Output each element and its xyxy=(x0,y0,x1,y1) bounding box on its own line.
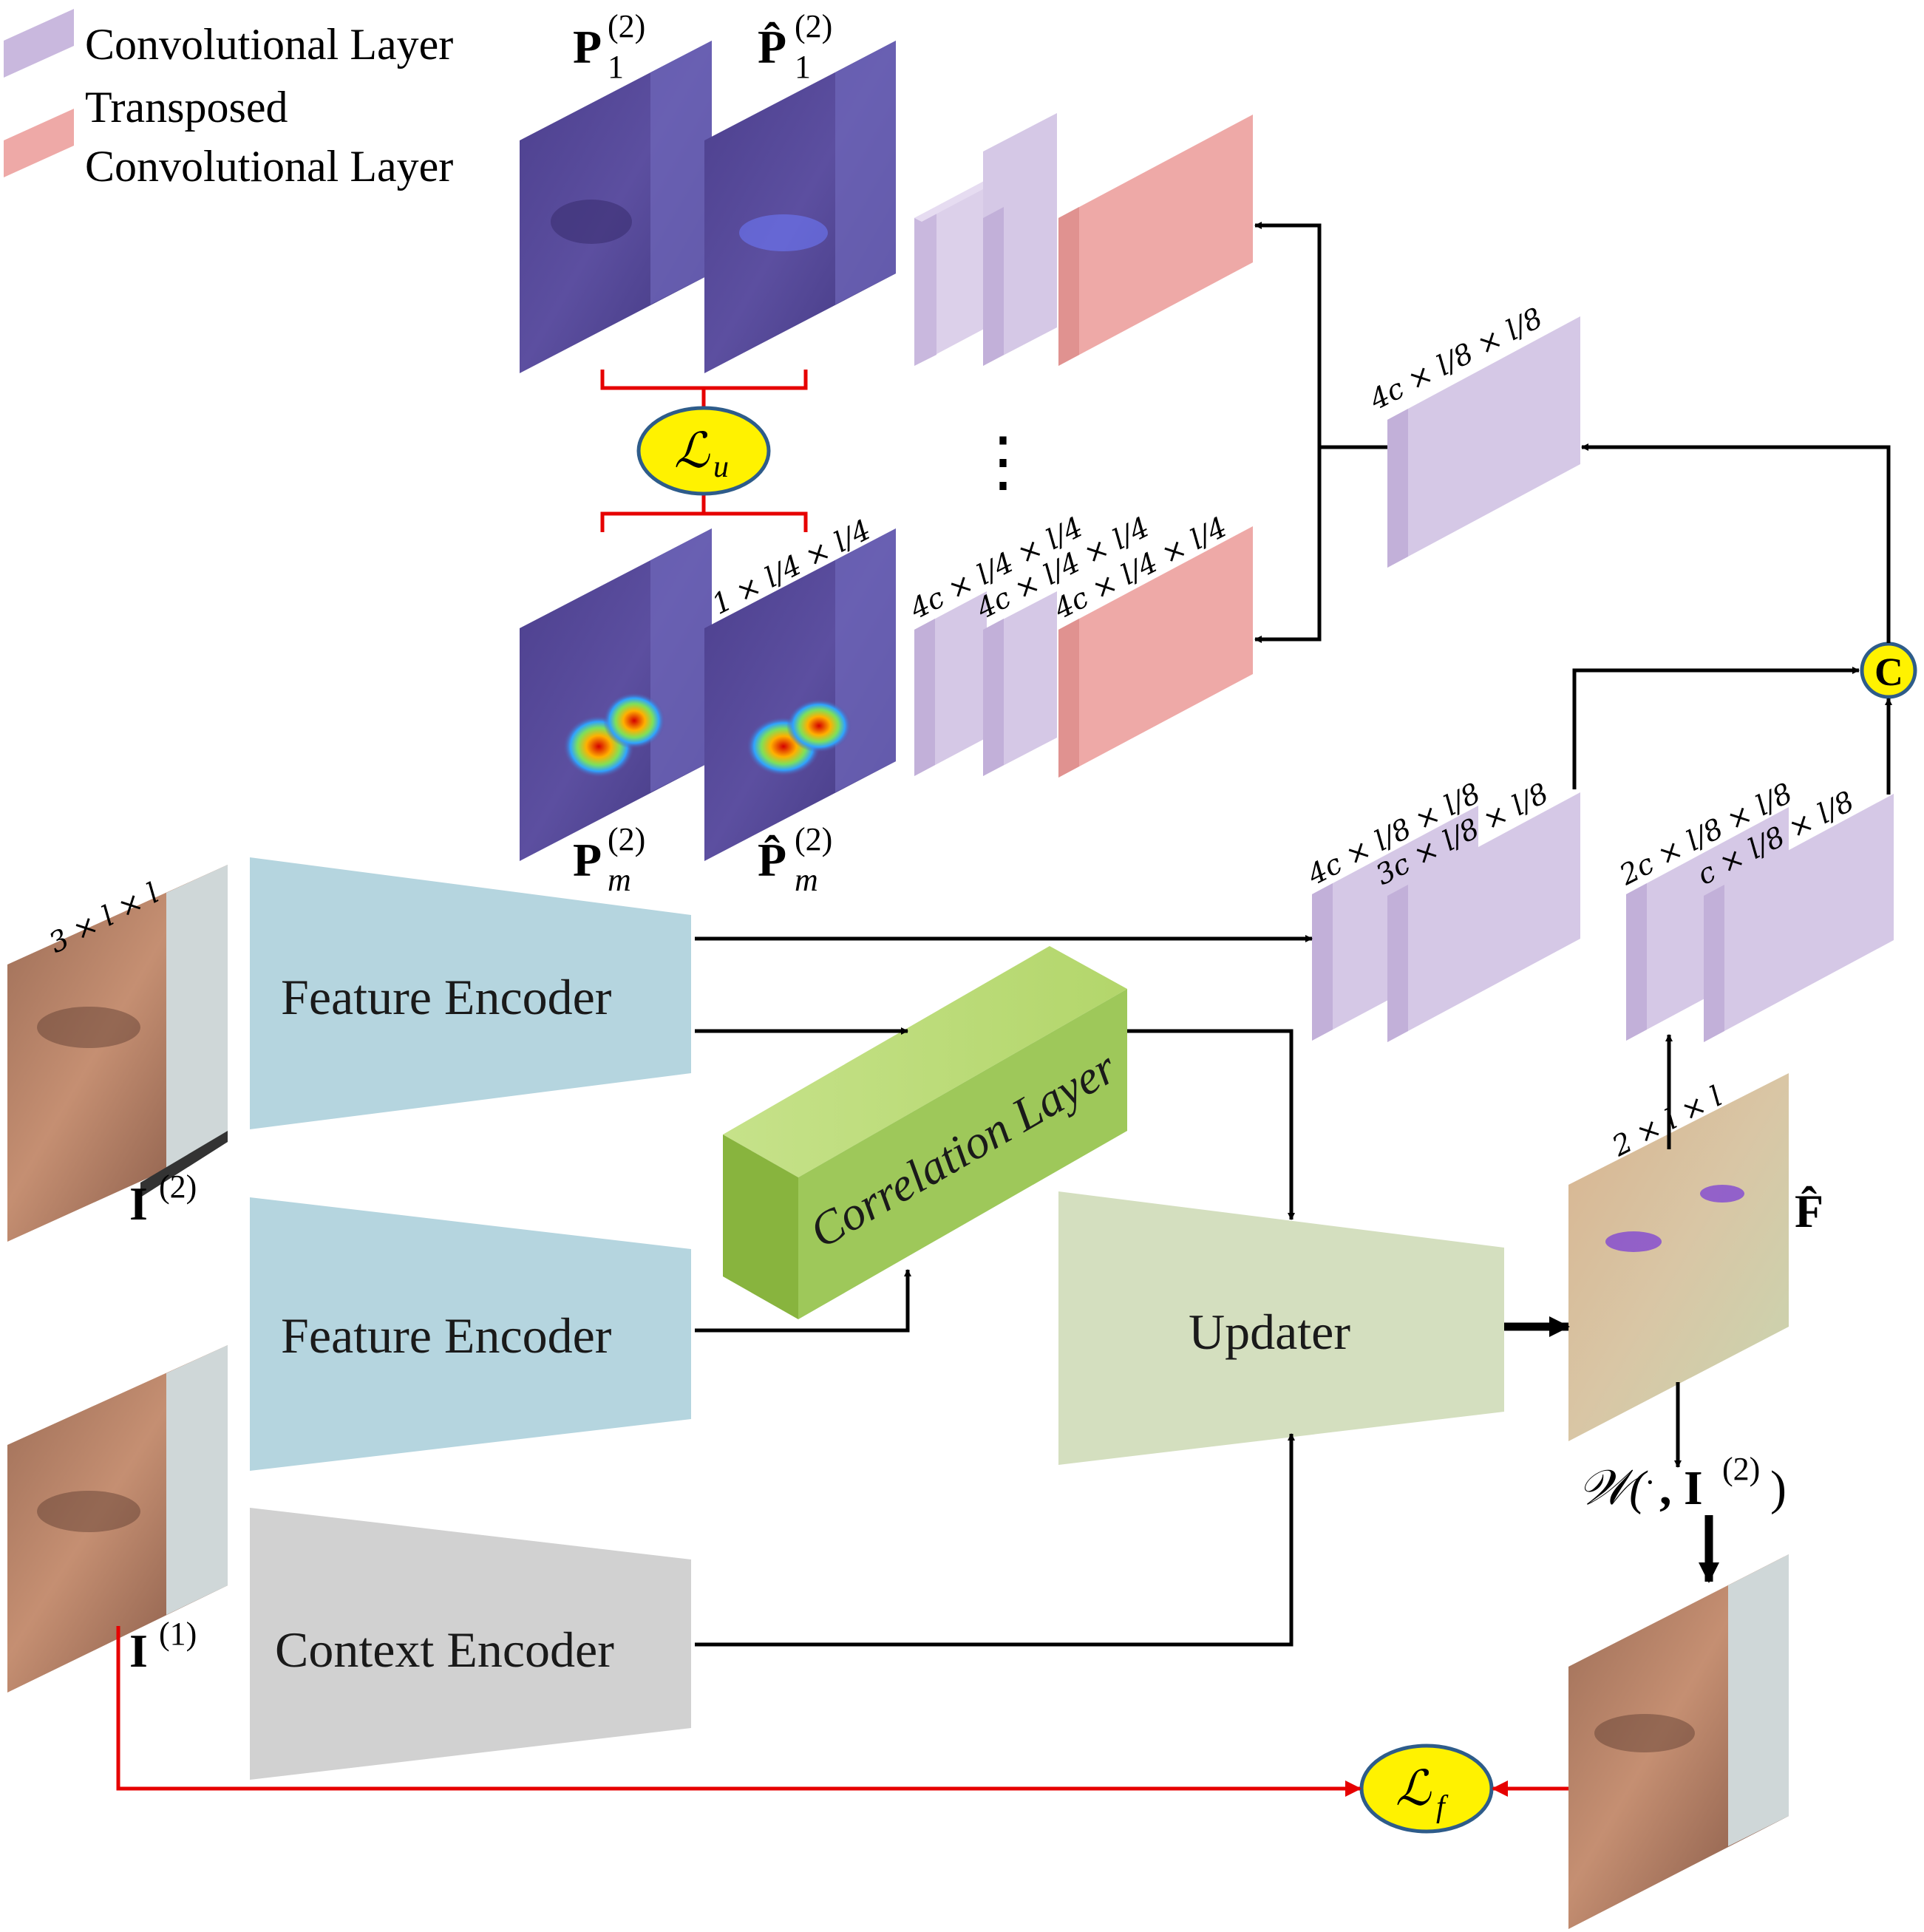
loss-f-group: ℒ f xyxy=(1359,1744,1494,1834)
pmhat-image xyxy=(704,528,896,861)
decoder-ellipsis: ⋮ xyxy=(970,426,1036,499)
edge-concat-to-mid xyxy=(1581,443,1891,643)
warped-image xyxy=(1568,1554,1789,1929)
p1hat-image xyxy=(704,41,896,373)
label-p1hat: P̂ (2) 1 xyxy=(758,8,832,85)
feature-encoder-bottom: Feature Encoder xyxy=(250,1197,691,1471)
edge-corr-to-updater xyxy=(1127,1029,1295,1220)
loss-f-symbol: ℒ xyxy=(1396,1762,1432,1816)
svg-text:1: 1 xyxy=(608,49,624,85)
context-encoder: Context Encoder xyxy=(250,1508,691,1780)
input-i2-image xyxy=(7,865,228,1242)
legend-conv-label: Convolutional Layer xyxy=(85,20,453,69)
legend-tconv-label-line2: Convolutional Layer xyxy=(85,142,453,191)
correlation-layer: Correlation Layer xyxy=(723,946,1127,1319)
svg-text:(2): (2) xyxy=(1722,1451,1760,1487)
corr-top-face xyxy=(723,946,1127,1177)
enc-conv-b xyxy=(1387,792,1580,1042)
edge-branch-to-dec2 xyxy=(1254,447,1322,643)
svg-text:(1): (1) xyxy=(159,1616,197,1652)
label-pm: P (2) m xyxy=(573,821,645,898)
edge-i1-to-lossf xyxy=(116,1626,1362,1797)
svg-text:, I: , I xyxy=(1659,1461,1703,1515)
legend-tconv-swatch xyxy=(4,109,74,177)
svg-text:I: I xyxy=(129,1625,148,1677)
enc-feature-stack xyxy=(1312,792,1580,1042)
label-i2: I (2) xyxy=(129,1169,197,1230)
pm-heatspot-b xyxy=(603,693,665,749)
svg-text:𝒲(: 𝒲( xyxy=(1578,1461,1648,1515)
svg-text:C: C xyxy=(1874,650,1903,694)
svg-text:m: m xyxy=(795,862,818,898)
svg-text:Feature Encoder: Feature Encoder xyxy=(281,1307,612,1364)
flow-conv-b xyxy=(1704,794,1894,1042)
pmhat-heatspot-b xyxy=(786,699,851,752)
svg-text:P̂: P̂ xyxy=(758,834,786,886)
bracket-bottom xyxy=(600,511,808,532)
label-pmhat: P̂ (2) m xyxy=(758,821,832,898)
loss-u-symbol: ℒ xyxy=(674,424,710,478)
edge-branch-to-dec1 xyxy=(1254,222,1322,447)
svg-text:(2): (2) xyxy=(795,821,832,857)
loss-u-sub: u xyxy=(713,450,729,484)
dec2-tconv xyxy=(1058,526,1253,778)
warp-label: 𝒲( · , I (2) ) xyxy=(1578,1451,1787,1515)
corr-front-face xyxy=(798,989,1127,1319)
edge-encstack-to-concat xyxy=(1572,667,1860,789)
decoder-stack-1 xyxy=(914,113,1253,366)
feature-encoder-top: Feature Encoder xyxy=(250,857,691,1129)
label-flow: F̂ xyxy=(1795,1185,1823,1237)
p1-image xyxy=(520,41,712,373)
svg-text:Context Encoder: Context Encoder xyxy=(275,1622,614,1678)
loss-u-ellipse xyxy=(636,406,771,496)
svg-text:P̂: P̂ xyxy=(758,21,786,73)
flow-image xyxy=(1568,1073,1789,1441)
bracket-top xyxy=(600,370,808,390)
loss-u-group: ℒ u xyxy=(600,370,808,532)
svg-text:(2): (2) xyxy=(608,821,645,857)
svg-text:·: · xyxy=(1645,1464,1656,1500)
svg-text:Feature Encoder: Feature Encoder xyxy=(281,969,612,1025)
concat-node: C xyxy=(1860,642,1917,699)
label-p1: P (2) 1 xyxy=(573,8,645,85)
svg-text:(2): (2) xyxy=(795,8,832,44)
dec1-tconv xyxy=(1058,115,1253,366)
input-i1-image xyxy=(7,1345,228,1693)
svg-text:Updater: Updater xyxy=(1189,1304,1350,1360)
flow-feature-stack xyxy=(1626,794,1894,1042)
svg-text:(2): (2) xyxy=(159,1169,197,1205)
edge-ctx-to-updater xyxy=(695,1433,1295,1647)
svg-text:P: P xyxy=(573,834,602,886)
pm-image xyxy=(520,528,712,861)
svg-text:1: 1 xyxy=(795,49,811,85)
svg-text:(2): (2) xyxy=(608,8,645,44)
legend: Convolutional Layer Transposed Convoluti… xyxy=(4,9,453,191)
legend-conv-swatch xyxy=(4,9,74,78)
corr-side-face xyxy=(723,1135,798,1319)
label-i1: I (1) xyxy=(129,1616,197,1677)
mid-conv-block xyxy=(1387,316,1580,568)
svg-text:I: I xyxy=(129,1177,148,1230)
svg-text:P: P xyxy=(573,21,602,73)
updater: Updater xyxy=(1058,1191,1504,1465)
svg-text:): ) xyxy=(1770,1461,1787,1515)
svg-text:m: m xyxy=(608,862,631,898)
red-connectors xyxy=(116,1626,1568,1797)
legend-tconv-label-line1: Transposed xyxy=(85,83,288,132)
connectors xyxy=(695,222,1892,1647)
decoder-stack-2 xyxy=(914,526,1253,778)
edge-fe2-to-corr xyxy=(695,1269,911,1333)
